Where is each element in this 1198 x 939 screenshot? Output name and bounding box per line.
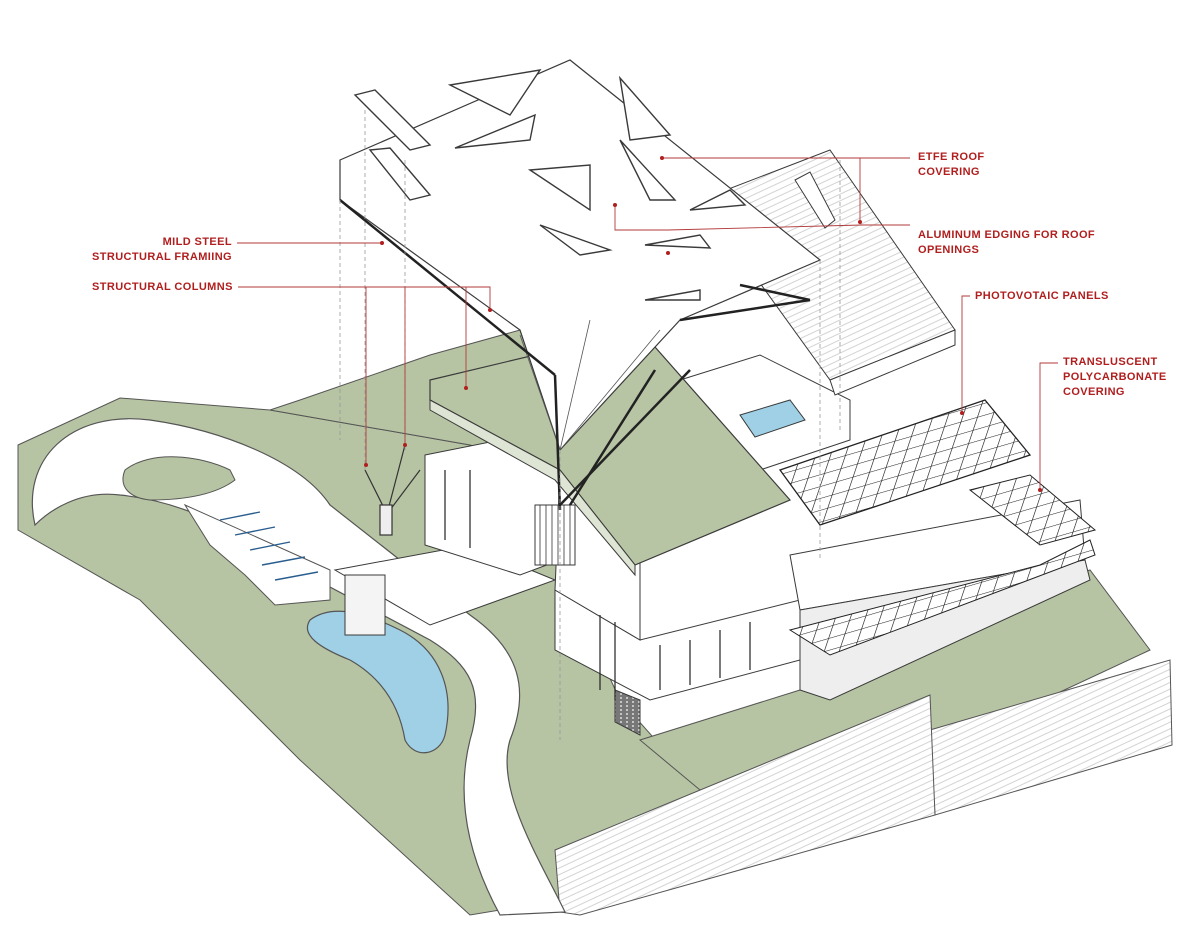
leader-polycarbonate	[1039, 362, 1058, 490]
etfe-roof-plane	[339, 59, 822, 511]
roof-openings	[353, 69, 747, 301]
label-structural-columns: STRUCTURAL COLUMNS	[92, 280, 233, 295]
label-aluminum-edging: ALUMINUM EDGING FOR ROOF OPENINGS	[918, 228, 1095, 258]
glazing-mullions	[444, 470, 751, 700]
label-mild-steel-framing: MILD STEEL STRUCTURAL FRAMIING	[90, 235, 232, 265]
roof-opening-11	[644, 289, 701, 301]
roof-opening-9	[539, 224, 613, 256]
leader-columns	[238, 286, 491, 465]
polycarbonate-canopy	[788, 539, 1096, 656]
roof-opening-4	[454, 113, 536, 149]
roof-opening-1	[353, 89, 432, 151]
label-polycarbonate-line1: TRANSLUSCENT	[1063, 356, 1158, 368]
steel-frame-members	[339, 199, 811, 511]
label-polycarbonate-line3: COVERING	[1063, 386, 1125, 398]
label-etfe-line2: COVERING	[918, 166, 980, 178]
roof-opening-3	[618, 75, 672, 141]
driveway-island	[122, 456, 236, 501]
label-mild-steel-line1: MILD STEEL	[162, 236, 232, 248]
corrugated-roof-edge	[829, 329, 956, 396]
callout-dot-icon	[960, 411, 964, 415]
spiral-stair	[534, 504, 576, 566]
label-photovoltaic-panels: PHOTOVOTAIC PANELS	[975, 289, 1109, 304]
structural-columns	[364, 444, 421, 536]
roof-opening-6	[619, 139, 677, 201]
leader-photovoltaic	[961, 295, 970, 413]
stepped-terrace	[183, 503, 331, 606]
roof-opening-5	[527, 164, 591, 212]
callout-dot-icon	[1038, 488, 1042, 492]
label-etfe-roof-covering: ETFE ROOF COVERING	[918, 150, 985, 180]
callout-dot-icon	[660, 156, 664, 160]
roof-opening-8	[689, 189, 747, 211]
callout-dot-icon	[858, 220, 862, 224]
courtyard-pool	[739, 399, 806, 438]
callout-dot-icon	[464, 386, 468, 390]
terrace-step-lines	[219, 511, 319, 581]
label-columns-line1: STRUCTURAL COLUMNS	[92, 281, 233, 293]
callout-dot-icon	[488, 308, 492, 312]
callout-leaders	[237, 157, 1058, 490]
label-polycarbonate-covering: TRANSLUSCENT POLYCARBONATE COVERING	[1063, 355, 1167, 400]
roof-opening-2	[447, 69, 542, 116]
roof-opening-7	[368, 147, 432, 201]
callout-dot-icon	[403, 443, 407, 447]
label-aluminum-line1: ALUMINUM EDGING FOR ROOF	[918, 229, 1096, 241]
callout-dot-icon	[613, 203, 617, 207]
photovoltaic-array	[778, 399, 1032, 526]
label-aluminum-line2: OPENINGS	[918, 244, 980, 256]
callout-dots	[364, 156, 1042, 492]
brick-base	[614, 689, 641, 736]
callout-dot-icon	[380, 241, 384, 245]
roof-opening-10	[644, 234, 712, 249]
label-polycarbonate-line2: POLYCARBONATE	[1063, 371, 1167, 383]
corrugated-roof-slot	[794, 171, 836, 229]
callout-dot-icon	[364, 463, 368, 467]
label-mild-steel-line2: STRUCTURAL FRAMIING	[92, 251, 232, 263]
leader-etfe	[662, 157, 910, 220]
stair-lines	[539, 505, 571, 565]
leader-aluminum	[614, 205, 910, 231]
label-photovoltaic-line1: PHOTOVOTAIC PANELS	[975, 290, 1109, 302]
label-etfe-line1: ETFE ROOF	[918, 151, 985, 163]
house-volume	[333, 354, 1091, 736]
green-roof-edge	[429, 399, 636, 577]
callout-dot-icon	[666, 251, 670, 255]
entrance-pier	[344, 574, 386, 636]
polycarbonate-upper	[968, 474, 1097, 546]
